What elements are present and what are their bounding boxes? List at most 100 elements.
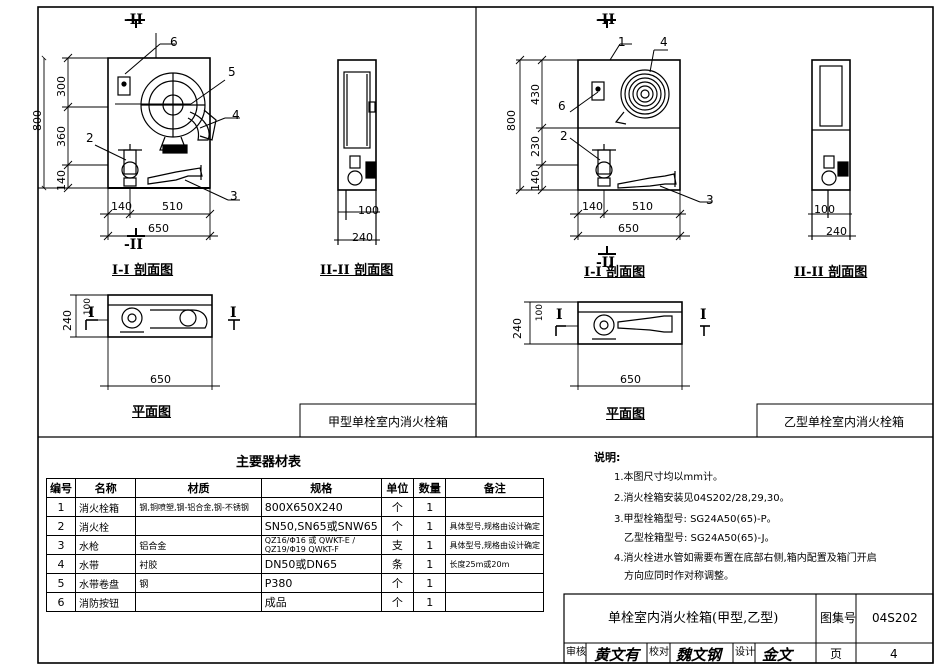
left-callout-6: 6 — [170, 35, 178, 49]
right-plan-mark-right: I — [700, 307, 707, 323]
table-header-cell: 编号 — [46, 478, 76, 498]
table-cell: 1 — [413, 497, 447, 517]
table-header-cell: 规格 — [260, 478, 382, 498]
table-cell: 支 — [380, 535, 415, 555]
right-side-dim-240: 240 — [826, 225, 847, 238]
table-cell: 铝合金 — [135, 535, 262, 555]
right-dim-230: 230 — [529, 136, 542, 157]
left-plan-dim-240: 240 — [61, 310, 74, 331]
right-front-view — [577, 59, 681, 191]
left-plan-mark-left: I — [88, 305, 95, 321]
left-side-view — [334, 59, 380, 245]
materials-table: 编号 名称 材质 规格 单位 数量 备注 1 消火栓箱 钢,铜喷塑,钢-铝合金,… — [46, 478, 544, 612]
left-side-dim-100: 100 — [358, 204, 379, 217]
table-cell: 4 — [46, 554, 76, 574]
left-plan-dim-650: 650 — [150, 373, 171, 386]
right-plan-dim-650: 650 — [620, 373, 641, 386]
right-plan-dim-240: 240 — [511, 318, 524, 339]
table-cell: 钢 — [135, 573, 262, 593]
table-cell: 个 — [380, 497, 415, 517]
note-2: 2.消火栓箱安装见04S202/28,29,30。 — [614, 493, 790, 504]
table-cell: 消火栓 — [74, 516, 137, 536]
page-label: 页 — [830, 647, 843, 661]
table-cell: 5 — [46, 573, 76, 593]
design-signature: 金文 — [762, 646, 793, 664]
table-cell: 钢,铜喷塑,钢-铝合金,钢-不锈钢 — [135, 497, 262, 517]
note-3b: 乙型栓箱型号: SG24A50(65)-J。 — [624, 533, 775, 544]
table-cell: 成品 — [260, 592, 382, 612]
page-number: 4 — [890, 647, 898, 661]
table-cell: 消防按钮 — [74, 592, 137, 612]
right-callout-4: 4 — [660, 35, 668, 49]
notes-heading: 说明: — [594, 451, 621, 464]
table-cell: 1 — [413, 554, 447, 574]
table-cell: 个 — [380, 573, 415, 593]
table-cell: 衬胶 — [135, 554, 262, 574]
left-caption: 甲型单栓室内消火栓箱 — [328, 415, 449, 429]
table-cell: QZ16/Φ16 或 QWKT-E / QZ19/Φ19 QWKT-F — [260, 535, 382, 555]
table-row: 4 水带 衬胶 DN50或DN65 条 1 长度25m或20m — [46, 554, 544, 574]
right-callout-6: 6 — [558, 99, 566, 113]
table-cell: DN50或DN65 — [260, 554, 382, 574]
table-cell: 1 — [413, 516, 447, 536]
right-section-mark-top: -II — [596, 12, 615, 28]
table-cell: 具体型号,规格由设计确定 — [445, 535, 544, 555]
review-label: 审核 — [566, 647, 586, 658]
left-horizontal-dims — [100, 188, 218, 241]
left-section-mark-bottom: -II — [124, 237, 143, 253]
table-cell: 1 — [413, 592, 447, 612]
table-cell: 消火栓箱 — [74, 497, 137, 517]
table-header-cell: 数量 — [413, 478, 447, 498]
left-dim-h650: 650 — [148, 222, 169, 235]
table-cell: 1 — [413, 573, 447, 593]
table-row: 1 消火栓箱 钢,铜喷塑,钢-铝合金,钢-不锈钢 800X650X240 个 1 — [46, 497, 544, 517]
table-header-cell: 名称 — [74, 478, 137, 498]
right-callout-3: 3 — [706, 193, 714, 207]
left-dim-h510: 510 — [162, 200, 183, 213]
right-dim-430: 430 — [529, 84, 542, 105]
table-cell: 具体型号,规格由设计确定 — [445, 516, 544, 536]
table-cell: 个 — [380, 592, 415, 612]
right-dim-h510: 510 — [632, 200, 653, 213]
table-cell: 2 — [46, 516, 76, 536]
left-side-dim-240: 240 — [352, 231, 373, 244]
right-vertical-dims — [515, 55, 578, 195]
right-caption: 乙型单栓室内消火栓箱 — [784, 415, 905, 429]
left-section-title-2: II-II 剖面图 — [320, 263, 394, 278]
table-cell: 水枪 — [74, 535, 137, 555]
left-plan-dim-100: 100 — [83, 298, 93, 316]
left-dim-360: 360 — [55, 126, 68, 147]
right-section-mark-bottom: -II — [596, 255, 615, 271]
right-horizontal-dims — [570, 190, 690, 241]
table-cell: 长度25m或20m — [445, 554, 544, 574]
sheet-frame — [37, 6, 934, 664]
right-section-title-1: I-I 剖面图 — [584, 265, 646, 280]
table-cell — [445, 592, 544, 612]
review-signature: 黄文有 — [594, 646, 640, 664]
right-plan-view — [524, 301, 710, 390]
right-side-dim-100: 100 — [814, 203, 835, 216]
right-dim-140: 140 — [529, 170, 542, 191]
note-1: 1.本图尺寸均以mm计。 — [614, 472, 724, 483]
title-block-title: 单栓室内消火栓箱(甲型,乙型) — [608, 611, 779, 626]
right-plan-title: 平面图 — [606, 407, 646, 422]
left-callout-2: 2 — [86, 131, 94, 145]
right-side-view — [808, 59, 856, 240]
right-dim-800: 800 — [505, 110, 518, 131]
table-cell: 1 — [413, 535, 447, 555]
right-dim-h650: 650 — [618, 222, 639, 235]
right-plan-mark-left: I — [556, 307, 563, 323]
check-signature: 魏文钢 — [676, 646, 722, 664]
left-plan-title: 平面图 — [132, 405, 172, 420]
left-dim-h140: 140 — [111, 200, 132, 213]
left-leaders — [94, 19, 240, 237]
right-callout-1: 1 — [618, 35, 626, 49]
table-cell — [135, 516, 262, 536]
table-cell: 3 — [46, 535, 76, 555]
left-callout-5: 5 — [228, 65, 236, 79]
table-cell: P380 — [260, 573, 382, 593]
design-label: 设计 — [735, 647, 755, 658]
left-callout-3: 3 — [230, 189, 238, 203]
left-plan-view — [70, 294, 240, 390]
left-plan-mark-right: I — [230, 305, 237, 321]
